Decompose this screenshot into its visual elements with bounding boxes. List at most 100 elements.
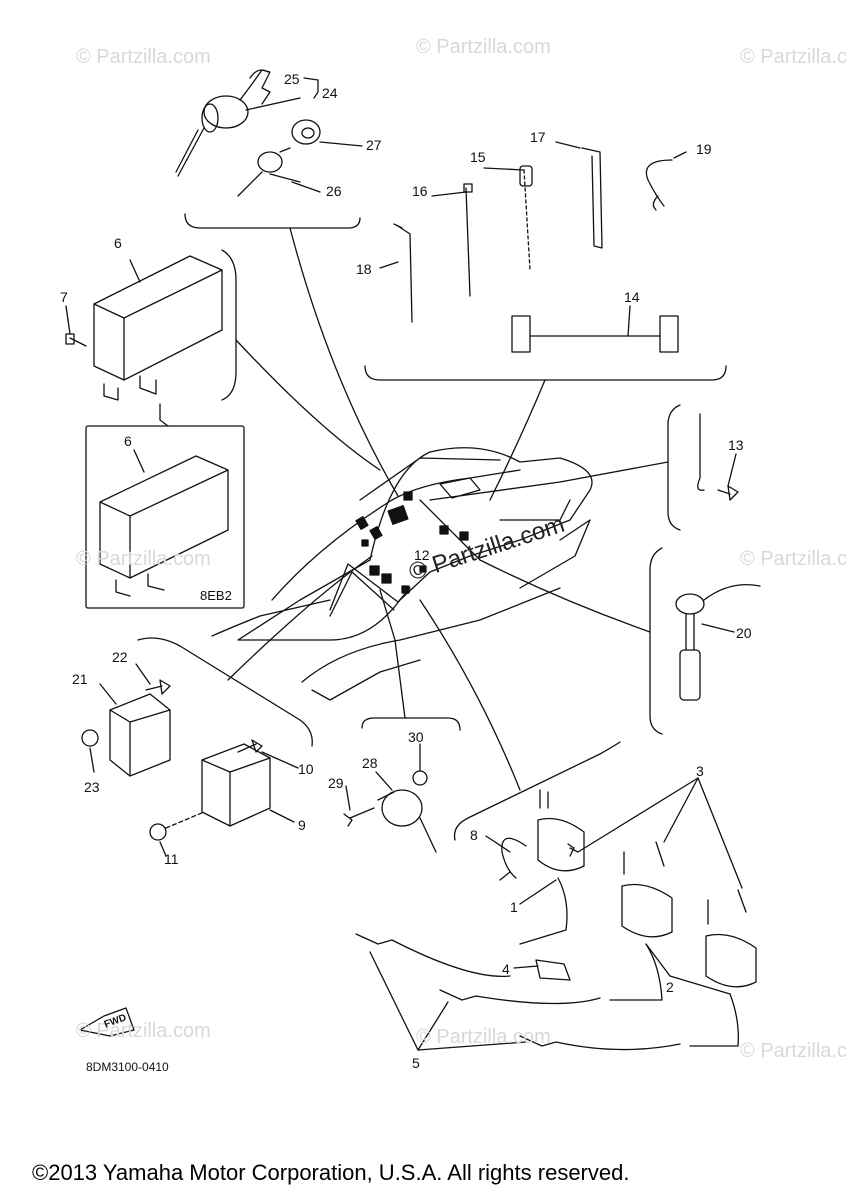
callout-27: 27 (366, 137, 382, 153)
bracket-rectifier (137, 637, 313, 747)
callout-11: 11 (164, 851, 179, 867)
hull-side (519, 519, 591, 589)
leader-30 (379, 589, 406, 719)
callout-5: 5 (412, 1055, 420, 1071)
copyright-notice: ©2013 Yamaha Motor Corporation, U.S.A. A… (32, 1160, 630, 1185)
callout-29: 29 (328, 775, 344, 791)
nut-30 (412, 770, 428, 786)
nut-11 (149, 823, 167, 841)
callout-1: 1 (510, 899, 518, 915)
screw-3a (567, 843, 579, 857)
coil-2b (689, 899, 757, 1047)
callout-28: 28 (362, 755, 378, 771)
callout-2: 2 (666, 979, 674, 995)
ground-lead (697, 413, 705, 491)
callout-18: 18 (356, 261, 372, 277)
callout-6-variant: 6 (124, 433, 132, 449)
callout-24: 24 (322, 85, 338, 101)
wire-loop (329, 563, 411, 611)
watermark-8: © Partzilla.com (740, 1040, 846, 1062)
bracket-top-switch (184, 213, 361, 229)
callout-16: 16 (412, 183, 428, 199)
callout-14: 14 (624, 289, 640, 305)
band-18 (397, 225, 413, 323)
clamp-4 (535, 959, 571, 981)
callout-17: 17 (530, 129, 546, 145)
hull-tray (439, 477, 481, 499)
coil-2a (609, 851, 673, 1001)
hull-deck (271, 469, 521, 601)
callout-19: 19 (696, 141, 712, 157)
fwd-arrow (79, 1007, 135, 1037)
bracket-ecu (221, 249, 237, 401)
leader-20 (419, 499, 651, 633)
variant-label: 8EB2 (200, 588, 232, 603)
watermark-4: © Partzilla.com (76, 548, 211, 570)
hull-outline (237, 447, 593, 641)
leader-coils (419, 599, 521, 791)
bolt-29 (343, 807, 375, 827)
watermark-3: © Partzilla.com (740, 46, 846, 68)
variant-box (85, 425, 245, 609)
plug-cap-a (355, 933, 511, 978)
callout-21: 21 (72, 671, 88, 687)
watermark-7: © Partzilla.com (416, 1026, 551, 1048)
band-16 (465, 187, 471, 297)
callout-4: 4 (502, 961, 510, 977)
bracket-right-20 (649, 547, 663, 735)
callout-25: 25 (284, 71, 300, 87)
band-17 (581, 147, 603, 249)
bolt-10 (237, 739, 263, 753)
callout-15: 15 (470, 149, 486, 165)
switch-28 (377, 789, 437, 853)
screw-7 (65, 333, 87, 347)
screw-3c (737, 889, 747, 913)
callout-26: 26 (326, 183, 342, 199)
bracket-30 (361, 717, 461, 731)
nut-23 (81, 729, 99, 747)
screw-3b (655, 841, 665, 867)
harness-14 (511, 315, 679, 353)
stop-switch-part (237, 147, 301, 197)
diagram-code: 8DM3100-0410 (86, 1060, 169, 1074)
leader-bands (489, 379, 546, 501)
clip-8 (499, 837, 527, 881)
callout-30: 30 (408, 729, 424, 745)
bracket-bands (364, 365, 727, 381)
callout-20: 20 (736, 625, 752, 641)
bolt-22 (145, 679, 171, 695)
regulator-9 (201, 743, 271, 827)
callout-22: 22 (112, 649, 128, 665)
hull-lower (211, 599, 331, 637)
callout-3: 3 (696, 763, 704, 779)
plug-cap-b (439, 989, 601, 1005)
coil-1 (519, 789, 585, 945)
leader-ecu (235, 339, 381, 471)
plug-cap-c (519, 1035, 681, 1051)
ecu-part (93, 255, 223, 401)
hull-stern (499, 499, 571, 521)
watermark-1: © Partzilla.com (76, 46, 211, 68)
callout-10: 10 (298, 761, 314, 777)
hull-bottom (301, 587, 561, 683)
watermark-5: © Partzilla.com (740, 548, 846, 570)
band-18b (393, 223, 403, 229)
watermark-2: © Partzilla.com (416, 36, 551, 58)
main-switch-part (175, 69, 271, 177)
callout-9: 9 (298, 817, 306, 833)
wire-loop-2 (329, 571, 395, 617)
callout-13: 13 (728, 437, 744, 453)
clip-19 (645, 159, 673, 211)
rectifier-21 (109, 693, 171, 777)
hull-keel (311, 659, 421, 701)
band-15 (523, 169, 531, 271)
bracket-right-13 (667, 404, 681, 531)
leader-ecu-box (159, 403, 169, 427)
leader-13 (429, 461, 669, 501)
callout-23: 23 (84, 779, 100, 795)
callout-6-top: 6 (114, 235, 122, 251)
callout-12: 12 (414, 547, 430, 563)
callout-7: 7 (60, 289, 68, 305)
bracket-coils (453, 741, 621, 841)
